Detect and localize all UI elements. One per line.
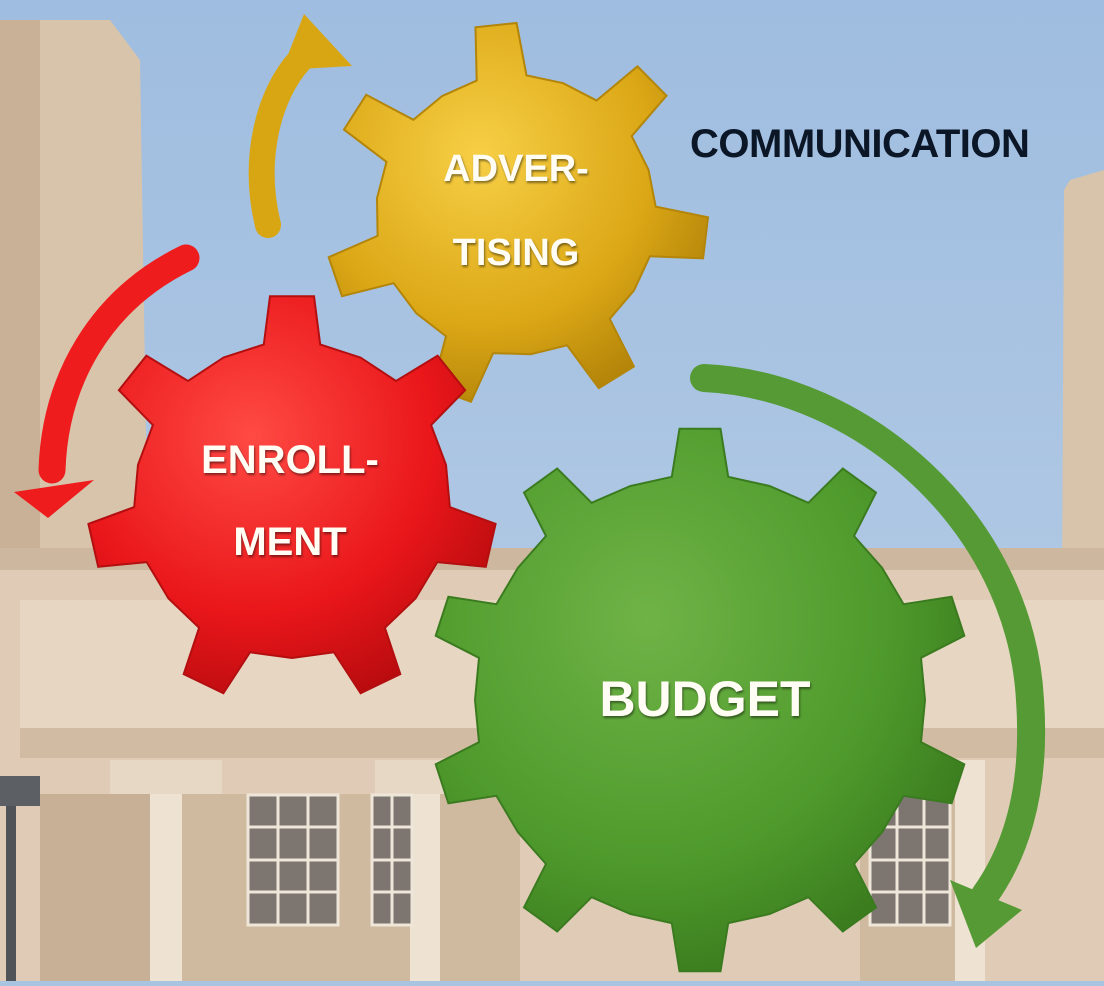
gear-advertising	[327, 21, 710, 403]
lamp-post	[6, 780, 16, 981]
window	[246, 793, 340, 927]
window	[868, 793, 952, 927]
red-arrow	[14, 244, 200, 518]
column	[955, 760, 985, 981]
gear-budget	[434, 427, 966, 973]
yellow-arrow	[248, 14, 352, 238]
green-arrow	[690, 364, 1046, 948]
gear-enrollment	[87, 295, 497, 695]
column	[410, 760, 440, 981]
column	[150, 760, 182, 981]
window	[370, 793, 414, 927]
